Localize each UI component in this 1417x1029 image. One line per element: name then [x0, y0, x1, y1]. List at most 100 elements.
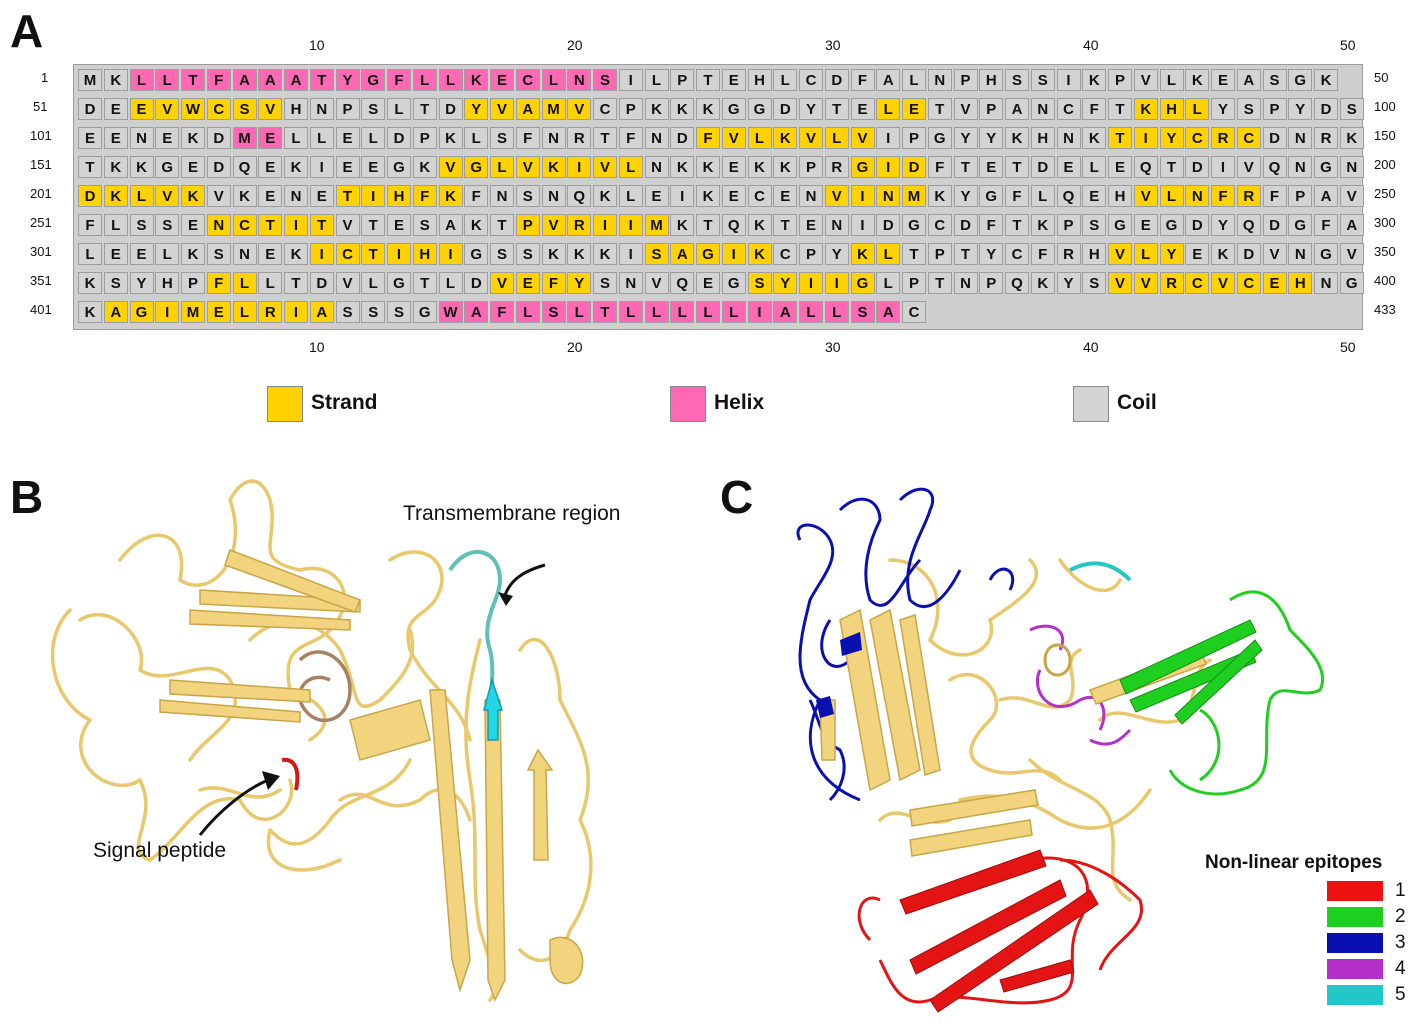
- residue-cell: E: [902, 98, 926, 120]
- residue-cell: S: [387, 301, 411, 323]
- row-end-label: 400: [1374, 273, 1396, 288]
- residue-cell: T: [953, 243, 978, 265]
- residue-cell: F: [78, 214, 102, 236]
- residue-cell: Y: [1056, 272, 1081, 294]
- residue-cell: E: [181, 156, 205, 178]
- residue-cell: I: [850, 214, 875, 236]
- residue-cell: K: [747, 214, 772, 236]
- ruler-tick: 20: [567, 339, 583, 355]
- residue-cell: L: [773, 69, 798, 91]
- residue-cell: K: [464, 214, 489, 236]
- residue-cell: Q: [1236, 214, 1261, 236]
- residue-cell: V: [335, 272, 360, 294]
- residue-cell: T: [696, 214, 720, 236]
- residue-cell: P: [335, 98, 360, 120]
- residue-cell: N: [1030, 98, 1055, 120]
- residue-cell: K: [927, 185, 952, 207]
- residue-cell: Y: [773, 272, 798, 294]
- residue-cell: P: [618, 98, 643, 120]
- residue-cell: L: [309, 127, 334, 149]
- residue-cell: F: [515, 127, 540, 149]
- residue-cell: G: [464, 156, 489, 178]
- residue-cell: E: [258, 156, 283, 178]
- legend-label-coil: Coil: [1117, 391, 1157, 414]
- residue-cell: R: [1236, 185, 1261, 207]
- residue-cell: F: [618, 127, 643, 149]
- residue-cell: L: [747, 127, 772, 149]
- residue-cell: S: [155, 214, 180, 236]
- residue-cell: K: [696, 185, 720, 207]
- residue-cell: N: [799, 185, 823, 207]
- residue-cell: V: [515, 156, 540, 178]
- residue-cell: V: [799, 127, 823, 149]
- residue-cell: N: [232, 243, 257, 265]
- residue-cell: F: [850, 69, 875, 91]
- residue-cell: E: [850, 98, 875, 120]
- ruler-tick: 10: [309, 37, 325, 53]
- residue-cell: H: [1288, 272, 1313, 294]
- row-end-label: 433: [1374, 302, 1396, 317]
- ruler-tick: 30: [825, 37, 841, 53]
- residue-cell: P: [902, 127, 926, 149]
- row-start-label: 201: [30, 186, 52, 201]
- residue-cell: P: [670, 69, 695, 91]
- residue-cell: L: [412, 69, 437, 91]
- residue-cell: K: [284, 243, 308, 265]
- residue-cell: D: [78, 98, 102, 120]
- residue-cell: S: [593, 69, 617, 91]
- residue-cell: L: [618, 185, 643, 207]
- residue-cell: E: [1185, 243, 1210, 265]
- residue-cell: T: [1108, 98, 1132, 120]
- residue-cell: E: [387, 214, 411, 236]
- residue-cell: K: [129, 156, 154, 178]
- residue-cell: P: [799, 243, 823, 265]
- residue-cell: C: [206, 98, 231, 120]
- residue-cell: M: [541, 98, 566, 120]
- residue-cell: S: [361, 98, 386, 120]
- residue-cell: T: [335, 185, 360, 207]
- residue-cell: F: [1030, 243, 1055, 265]
- residue-cell: M: [181, 301, 205, 323]
- residue-cell: E: [1108, 156, 1132, 178]
- residue-cell: A: [464, 301, 489, 323]
- residue-cell: N: [1185, 185, 1210, 207]
- residue-cell: G: [1314, 156, 1338, 178]
- residue-cell: K: [181, 243, 205, 265]
- row-end-label: 200: [1374, 157, 1396, 172]
- residue-cell: L: [644, 301, 669, 323]
- residue-cell: S: [515, 243, 540, 265]
- residue-cell: V: [850, 127, 875, 149]
- residue-cell: T: [953, 156, 978, 178]
- residue-cell: C: [1005, 243, 1029, 265]
- panel-label-b: B: [10, 471, 44, 523]
- residue-cell: K: [1211, 243, 1235, 265]
- residue-cell: V: [1133, 272, 1158, 294]
- residue-cell: I: [284, 214, 308, 236]
- residue-cell: H: [284, 98, 308, 120]
- residue-cell: S: [490, 127, 514, 149]
- residue-cell: K: [412, 156, 437, 178]
- residue-cell: G: [1288, 214, 1313, 236]
- residue-cell: V: [593, 156, 617, 178]
- residue-cell: G: [412, 301, 437, 323]
- residue-cell: Y: [979, 127, 1004, 149]
- residue-cell: Q: [232, 156, 257, 178]
- residue-cell: L: [1185, 98, 1210, 120]
- residue-cell: E: [1056, 156, 1081, 178]
- residue-cell: P: [799, 156, 823, 178]
- residue-cell: E: [335, 127, 360, 149]
- residue-cell: Y: [464, 98, 489, 120]
- residue-cell: S: [1030, 69, 1055, 91]
- residue-cell: K: [567, 243, 592, 265]
- residue-cell: A: [309, 301, 334, 323]
- residue-cell: K: [78, 272, 102, 294]
- residue-cell: M: [78, 69, 102, 91]
- residue-cell: E: [1133, 214, 1158, 236]
- residue-cell: H: [1030, 127, 1055, 149]
- residue-cell: G: [979, 185, 1004, 207]
- row-start-label: 151: [30, 157, 52, 172]
- row-end-label: 150: [1374, 128, 1396, 143]
- residue-cell: I: [284, 301, 308, 323]
- residue-cell: L: [129, 69, 154, 91]
